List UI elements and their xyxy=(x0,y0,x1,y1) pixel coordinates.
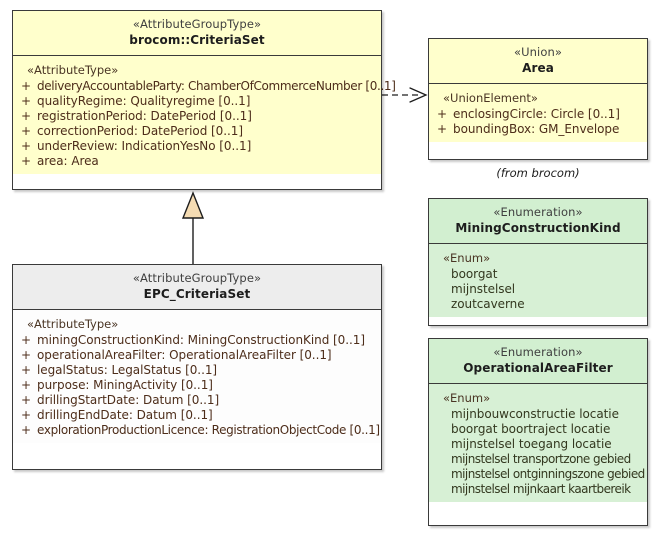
enum-literal[interactable]: boorgat xyxy=(451,267,498,282)
enum-literal[interactable]: zoutcaverne xyxy=(451,297,525,312)
compartment-stereotype: «Enum» xyxy=(443,251,491,266)
attribute-visibility: + xyxy=(21,139,32,154)
class-name: MiningConstructionKind xyxy=(455,220,621,235)
attribute-visibility: + xyxy=(21,348,32,363)
enum-literal[interactable]: mijnstelsel ontginningszone gebied xyxy=(451,467,645,482)
attribute-signature: qualityRegime: Qualityregime [0..1] xyxy=(37,94,251,109)
attribute-row[interactable]: + area: Area xyxy=(21,155,375,167)
attribute-signature: area: Area xyxy=(37,154,99,169)
attribute-row[interactable]: + purpose: MiningActivity [0..1] xyxy=(21,379,375,391)
attribute-visibility: + xyxy=(21,79,32,94)
class-stereotype: «AttributeGroupType» xyxy=(132,17,262,31)
attribute-row[interactable]: + qualityRegime: Qualityregime [0..1] xyxy=(21,95,375,107)
attribute-visibility: + xyxy=(437,107,448,122)
attribute-row[interactable]: + miningConstructionKind: MiningConstruc… xyxy=(21,334,375,346)
compartment-stereotype: «AttributeType» xyxy=(27,63,119,78)
enum-literal[interactable]: mijnstelsel mijnkaart kaartbereik xyxy=(451,482,631,497)
class-box-epc-criteriaset[interactable]: «AttributeGroupType» EPC_CriteriaSet «At… xyxy=(12,264,382,470)
attribute-signature: underReview: IndicationYesNo [0..1] xyxy=(37,139,252,154)
attribute-row[interactable]: + deliveryAccountableParty: ChamberOfCom… xyxy=(21,79,396,94)
attribute-signature: enclosingCircle: Circle [0..1] xyxy=(453,107,620,122)
class-attributes-compartment: «UnionElement» + enclosingCircle: Circle… xyxy=(429,84,647,143)
class-name: EPC_CriteriaSet xyxy=(143,286,251,301)
class-stereotype: «Enumeration» xyxy=(493,205,583,219)
attribute-row[interactable]: + operationalAreaFilter: OperationalArea… xyxy=(21,349,375,361)
class-name: Area xyxy=(522,60,554,75)
attribute-row[interactable]: + registrationPeriod: DatePeriod [0..1] xyxy=(21,110,375,122)
enum-literals-compartment: «Enum» boorgat mijnstelsel zoutcaverne xyxy=(429,244,647,318)
attribute-signature: purpose: MiningActivity [0..1] xyxy=(37,378,213,393)
class-header-brocom-criteriaset: «AttributeGroupType» brocom::CriteriaSet xyxy=(13,11,381,57)
generalization-epc-to-criteriaset xyxy=(181,191,205,264)
class-name: OperationalAreaFilter xyxy=(463,360,613,375)
compartment-stereotype: «AttributeType» xyxy=(27,317,119,332)
class-attributes-compartment: «AttributeType» + deliveryAccountablePar… xyxy=(13,56,396,175)
class-header-area: «Union» Area xyxy=(429,39,647,85)
attribute-signature: legalStatus: LegalStatus [0..1] xyxy=(37,363,218,378)
attribute-visibility: + xyxy=(21,378,32,393)
attribute-visibility: + xyxy=(21,154,32,169)
class-header-epc-criteriaset: «AttributeGroupType» EPC_CriteriaSet xyxy=(13,265,381,311)
class-box-area[interactable]: «Union» Area «UnionElement» + enclosingC… xyxy=(428,38,648,160)
class-header-operational-area-filter: «Enumeration» OperationalAreaFilter xyxy=(429,339,647,385)
attribute-visibility: + xyxy=(21,109,32,124)
attribute-signature: correctionPeriod: DatePeriod [0..1] xyxy=(37,124,244,139)
attribute-row[interactable]: + correctionPeriod: DatePeriod [0..1] xyxy=(21,125,375,137)
attribute-signature: drillingEndDate: Datum [0..1] xyxy=(37,408,213,423)
class-stereotype: «AttributeGroupType» xyxy=(132,271,262,285)
attribute-signature: operationalAreaFilter: OperationalAreaFi… xyxy=(37,348,332,363)
compartment-stereotype: «UnionElement» xyxy=(443,91,538,106)
enum-literal[interactable]: mijnstelsel xyxy=(451,282,516,297)
class-name: brocom::CriteriaSet xyxy=(129,32,265,47)
enum-literal[interactable]: mijnstelsel toegang locatie xyxy=(451,437,612,452)
attribute-row[interactable]: + explorationProductionLicence: Registra… xyxy=(21,423,380,438)
class-stereotype: «Enumeration» xyxy=(493,345,583,359)
attribute-row[interactable]: + drillingEndDate: Datum [0..1] xyxy=(21,409,375,421)
enum-literal[interactable]: mijnstelsel transportzone gebied xyxy=(451,452,631,467)
attribute-row[interactable]: + legalStatus: LegalStatus [0..1] xyxy=(21,364,375,376)
attribute-signature: drillingStartDate: Datum [0..1] xyxy=(37,393,220,408)
attribute-visibility: + xyxy=(21,124,32,139)
class-box-operational-area-filter[interactable]: «Enumeration» OperationalAreaFilter «Enu… xyxy=(428,338,648,526)
area-package-note: (from brocom) xyxy=(496,166,580,180)
attribute-signature: deliveryAccountableParty: ChamberOfComme… xyxy=(37,79,396,94)
enum-literal[interactable]: boorgat boortraject locatie xyxy=(451,422,611,437)
enum-literal[interactable]: mijnbouwconstructie locatie xyxy=(451,407,619,422)
attribute-visibility: + xyxy=(21,363,32,378)
attribute-visibility: + xyxy=(21,393,32,408)
class-box-mining-construction-kind[interactable]: «Enumeration» MiningConstructionKind «En… xyxy=(428,198,648,326)
attribute-signature: explorationProductionLicence: Registrati… xyxy=(37,423,380,438)
class-attributes-compartment: «AttributeType» + miningConstructionKind… xyxy=(13,310,381,444)
attribute-signature: boundingBox: GM_Envelope xyxy=(453,122,620,137)
class-header-mining-construction-kind: «Enumeration» MiningConstructionKind xyxy=(429,199,647,245)
attribute-row[interactable]: + enclosingCircle: Circle [0..1] xyxy=(437,108,641,120)
attribute-row[interactable]: + drillingStartDate: Datum [0..1] xyxy=(21,394,375,406)
attribute-row[interactable]: + boundingBox: GM_Envelope xyxy=(437,123,641,135)
enum-literals-compartment: «Enum» mijnbouwconstructie locatie boorg… xyxy=(429,384,647,503)
attribute-signature: registrationPeriod: DatePeriod [0..1] xyxy=(37,109,252,124)
attribute-visibility: + xyxy=(21,408,32,423)
class-stereotype: «Union» xyxy=(514,45,562,59)
attribute-visibility: + xyxy=(21,423,32,438)
attribute-row[interactable]: + underReview: IndicationYesNo [0..1] xyxy=(21,140,375,152)
attribute-visibility: + xyxy=(21,333,32,348)
compartment-stereotype: «Enum» xyxy=(443,391,491,406)
attribute-visibility: + xyxy=(21,94,32,109)
attribute-visibility: + xyxy=(437,122,448,137)
class-box-brocom-criteriaset[interactable]: «AttributeGroupType» brocom::CriteriaSet… xyxy=(12,10,396,190)
attribute-signature: miningConstructionKind: MiningConstructi… xyxy=(37,333,365,348)
